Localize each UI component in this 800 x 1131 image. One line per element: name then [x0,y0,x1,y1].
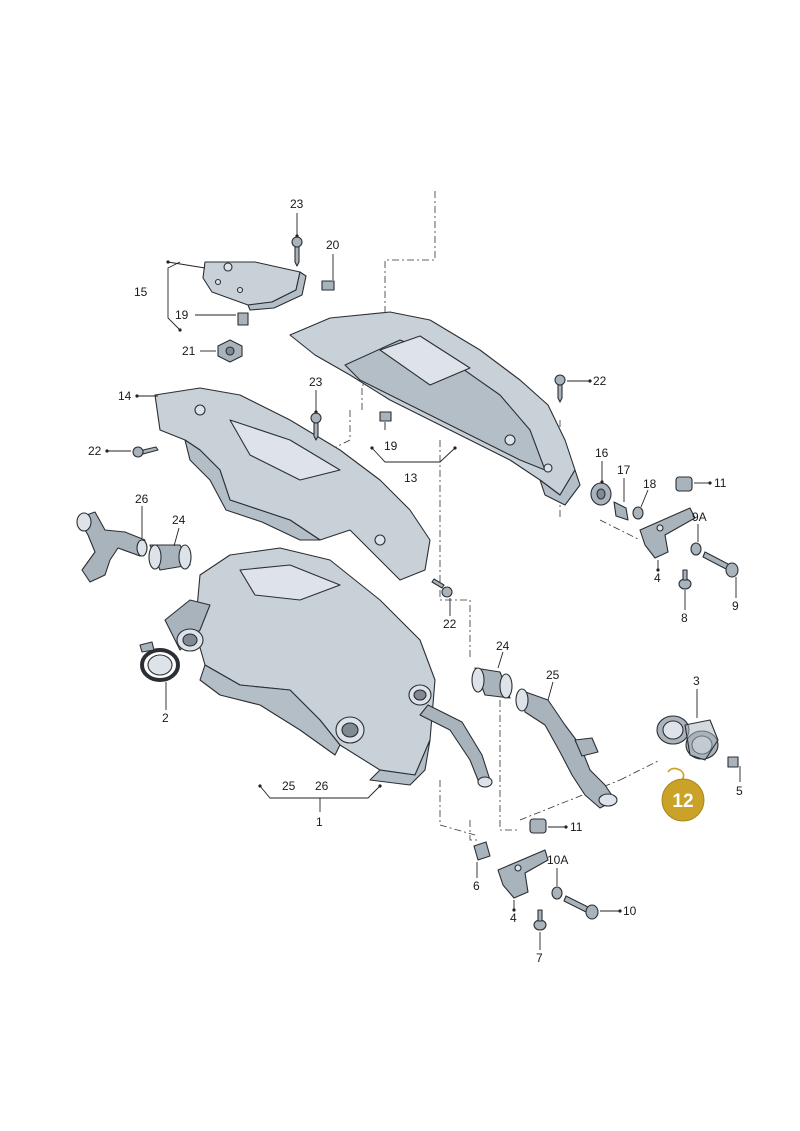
washer-9a [690,542,702,556]
long-heat-shield [289,311,581,506]
bushing-6 [473,841,491,861]
label-24-left: 24 [172,513,186,527]
label-21: 21 [182,344,196,358]
bolt-9 [702,551,739,578]
label-2: 2 [162,711,169,725]
screw-23-lower [310,412,322,441]
label-3: 3 [693,674,700,688]
highlight-badge-12[interactable]: 12 [661,767,705,822]
rear-silencer [164,547,436,786]
label-11-lower: 11 [570,820,583,834]
clamp-2 [139,641,180,682]
label-9: 9 [732,599,739,613]
spring-17 [613,501,629,521]
label-26-left: 26 [135,492,149,506]
part-number-labels: 23 20 15 19 21 23 22 14 19 22 16 17 13 1… [88,197,743,965]
clip-nut-20 [321,280,335,291]
screw-22-left [132,446,159,458]
label-10: 10 [623,904,637,918]
label-24-right: 24 [496,639,510,653]
label-14: 14 [118,389,132,403]
label-8: 8 [681,611,688,625]
bumper-11-lower [529,818,547,834]
leader-lines [107,213,741,950]
clip-nut-19-lower [379,411,392,422]
label-18: 18 [643,477,657,491]
screw-22-lower [431,578,453,598]
label-22-left: 22 [88,444,102,458]
label-19-upper: 19 [175,308,189,322]
label-16: 16 [595,446,609,460]
label-9a: 9A [692,510,707,524]
label-15: 15 [134,285,148,299]
label-6: 6 [473,879,480,893]
leader-dots [105,234,712,913]
connecting-pipe-25 [515,688,618,809]
screw-22-right-upper [554,374,566,403]
label-13: 13 [404,471,418,485]
middle-heat-shield [154,387,431,581]
badge-number: 12 [672,791,693,812]
mount-bracket-4-lower [497,849,549,899]
nut-21 [217,339,243,363]
label-17: 17 [617,463,631,477]
label-4-lower: 4 [510,911,517,925]
badge-circle [661,778,705,822]
label-25-right: 25 [546,668,560,682]
tailpipe-3 [656,715,719,761]
mount-bracket-4-upper [639,507,696,559]
upper-small-heat-shield [202,261,307,311]
label-7: 7 [536,951,543,965]
washer-10a [551,886,563,900]
clamp-24-right [471,667,513,699]
label-1: 1 [316,815,323,829]
label-22-right-upper: 22 [593,374,607,388]
label-23-upper: 23 [290,197,304,211]
label-23-lower: 23 [309,375,323,389]
label-26-lower: 26 [315,779,329,793]
connecting-pipe-26-right [419,704,493,788]
label-4-upper: 4 [654,571,661,585]
clip-nut-19-upper [237,312,249,326]
label-10a: 10A [547,853,568,867]
label-5: 5 [736,784,743,798]
clip-5 [727,756,739,768]
label-25-lower: 25 [282,779,296,793]
clamp-24-left [148,544,192,571]
screw-8 [678,569,692,590]
label-20: 20 [326,238,340,252]
washer-16 [590,482,612,506]
label-19-lower: 19 [384,439,398,453]
bumper-11-upper [675,476,693,492]
screw-7 [533,909,547,931]
connecting-pipe-26-left [76,511,148,583]
label-11-upper: 11 [714,476,727,490]
label-22-lower: 22 [443,617,457,631]
screw-23-upper [291,236,303,267]
washer-18 [632,506,644,520]
bolt-10 [563,895,599,920]
